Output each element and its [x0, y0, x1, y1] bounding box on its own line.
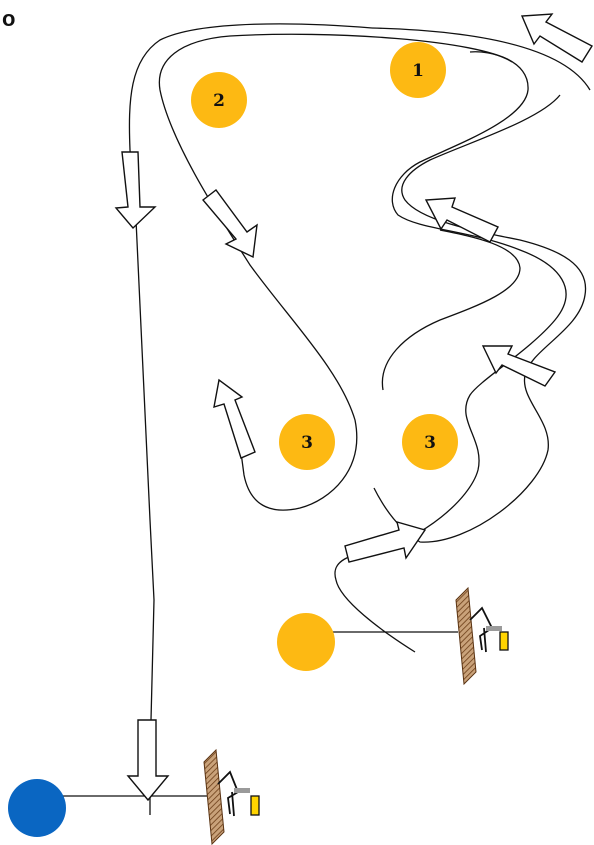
- direction-arrow-icon: [483, 346, 555, 386]
- direction-arrow-icon: [214, 380, 255, 458]
- left-run-path: [129, 24, 372, 815]
- station-top: [456, 588, 508, 684]
- blue-ball-icon: [8, 779, 66, 837]
- cone-3-left: 3: [279, 414, 335, 470]
- cone-1-label: 1: [412, 61, 424, 81]
- cone-3-right-label: 3: [424, 433, 436, 453]
- direction-arrow-icon: [203, 190, 257, 257]
- slalom-path-inner: [335, 52, 566, 652]
- cone-3-left-label: 3: [301, 433, 313, 453]
- cone-3-right: 3: [402, 414, 458, 470]
- cone-start: [277, 613, 335, 671]
- hurdle-wall-icon: [456, 588, 476, 684]
- bar-icon: [234, 788, 250, 793]
- cone-1: 1: [390, 42, 446, 98]
- hurdle-wall-icon: [204, 750, 224, 844]
- direction-arrow-icon: [426, 198, 498, 242]
- direction-arrow-icon: [522, 14, 592, 62]
- direction-arrow-icon: [116, 152, 155, 228]
- mini-goal-icon: [251, 796, 259, 815]
- direction-arrow-icon: [128, 720, 168, 800]
- cone-marker: [277, 613, 335, 671]
- cone-2: 2: [191, 72, 247, 128]
- slalom-path-outer: [374, 95, 586, 542]
- corner-label: o: [2, 6, 15, 31]
- direction-arrow-icon: [345, 522, 425, 562]
- station-bottom: [204, 750, 259, 844]
- bar-icon: [486, 626, 502, 631]
- mini-goal-icon: [500, 632, 508, 650]
- cone-2-label: 2: [213, 91, 225, 111]
